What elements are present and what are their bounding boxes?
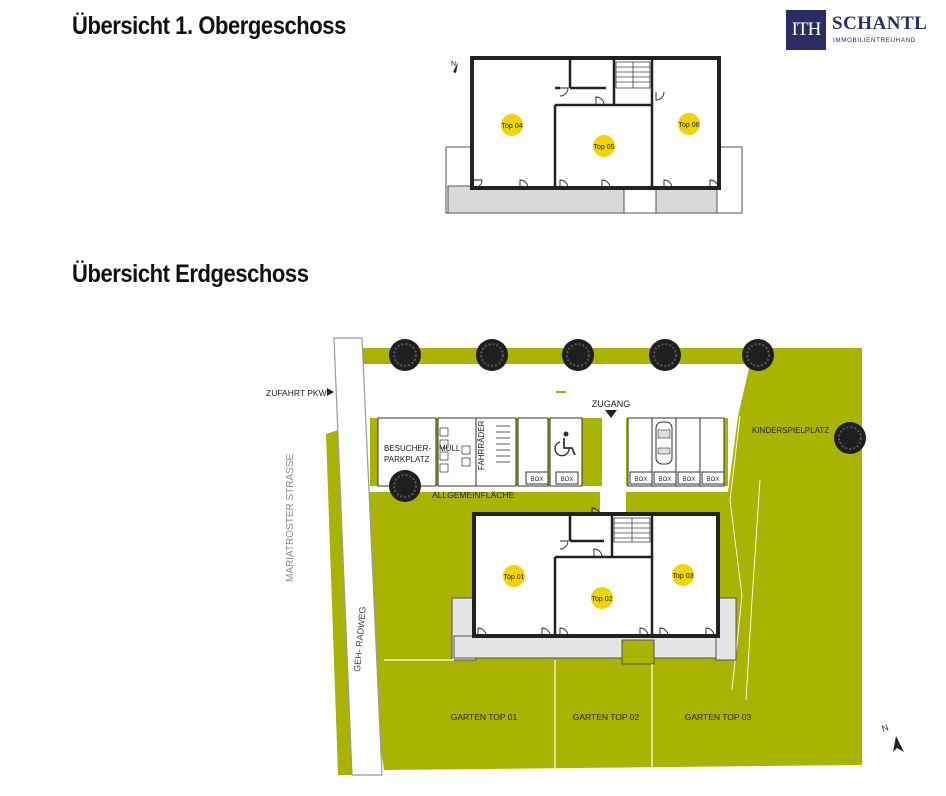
entrance-path <box>600 420 626 512</box>
unit-label-top06: Top 06 <box>678 122 699 129</box>
tree-icon <box>649 339 681 371</box>
upper-interior-walls <box>553 60 654 188</box>
bicycles-label: FAHRRÄDER <box>477 420 486 470</box>
tree-icon <box>389 470 421 502</box>
garden-dividers <box>384 659 653 768</box>
garden-label-top02: GARTEN TOP 02 <box>573 712 640 722</box>
tree-icon <box>476 339 508 371</box>
unit-marker-top01[interactable] <box>503 565 525 587</box>
entrance-landing <box>621 639 655 665</box>
logo-subtitle: IMMOBILIENTREUHAND <box>833 37 916 44</box>
storage-box-label: BOX <box>531 477 544 483</box>
unit-label-top04: Top 04 <box>501 123 522 130</box>
unit-label-top05: Top 05 <box>593 144 614 151</box>
storage-box-label: BOX <box>561 477 574 483</box>
garden-label-top03: GARTEN TOP 03 <box>685 712 752 722</box>
accessible-parking-icon <box>554 431 576 457</box>
unit-marker-top03[interactable] <box>672 564 694 586</box>
access-car-label: ZUFAHRT PKW <box>266 388 327 398</box>
upper-north-arrow-icon: N <box>451 61 458 73</box>
visitor-parking-label-1: BESUCHER- <box>384 444 431 453</box>
upper-north-label: N <box>451 61 456 68</box>
ground-doors <box>477 507 715 637</box>
storage-box-label: BOX <box>707 477 720 483</box>
bicycle-racks <box>496 425 510 463</box>
waste-label: MÜLL <box>439 444 461 453</box>
unit-marker-top06[interactable] <box>678 113 700 135</box>
service-blocks <box>370 417 728 487</box>
common-area-label: ALLGEMEINFLÄCHE <box>432 490 515 500</box>
street-name-label: MARIATROSTER STRASSE <box>285 454 296 582</box>
unit-marker-top04[interactable] <box>501 114 523 136</box>
waste-bins <box>439 427 471 473</box>
parked-car-icon <box>655 421 673 465</box>
upper-stairs <box>615 61 651 89</box>
tree-icon <box>742 339 774 371</box>
unit-label-top02: Top 02 <box>591 596 612 603</box>
balcony-strip <box>447 185 741 214</box>
storage-box-label: BOX <box>635 477 648 483</box>
tree-row <box>389 339 866 502</box>
terrace-strip <box>453 635 735 659</box>
garden-label-top01: GARTEN TOP 01 <box>451 712 518 722</box>
unit-marker-top02[interactable] <box>591 587 613 609</box>
storage-box-label: BOX <box>683 477 696 483</box>
garden-paths <box>729 415 761 701</box>
access-arrow-icon <box>327 388 334 396</box>
upper-doors <box>473 87 719 189</box>
company-logo[interactable]: ITH SCHANTL IMMOBILIENTREUHAND <box>786 10 936 52</box>
visitor-parking-label-2: PARKPLATZ <box>384 455 430 464</box>
unit-label-top03: Top 03 <box>672 573 693 580</box>
ground-north-label: N <box>880 722 890 734</box>
ground-north-arrow-icon: N <box>880 722 904 752</box>
ground-interior-walls <box>553 516 654 636</box>
logo-mark: ITH <box>786 10 826 50</box>
tree-icon <box>562 339 594 371</box>
logo-name: SCHANTL <box>832 13 928 34</box>
entrance-label: ZUGANG <box>592 399 631 409</box>
ground-floor-heading: Übersicht Erdgeschoss <box>72 260 309 288</box>
unit-marker-top05[interactable] <box>593 135 615 157</box>
upper-floor-heading: Übersicht 1. Obergeschoss <box>72 12 346 40</box>
unit-label-top01: Top 01 <box>503 574 524 581</box>
tree-icon <box>834 422 866 454</box>
playground-label: KINDERSPIELPLATZ <box>752 426 829 435</box>
tree-icon <box>389 339 421 371</box>
ground-stairs <box>613 517 651 543</box>
street <box>333 337 383 776</box>
storage-box-label: BOX <box>659 477 672 483</box>
entrance-arrow-icon <box>605 410 617 418</box>
